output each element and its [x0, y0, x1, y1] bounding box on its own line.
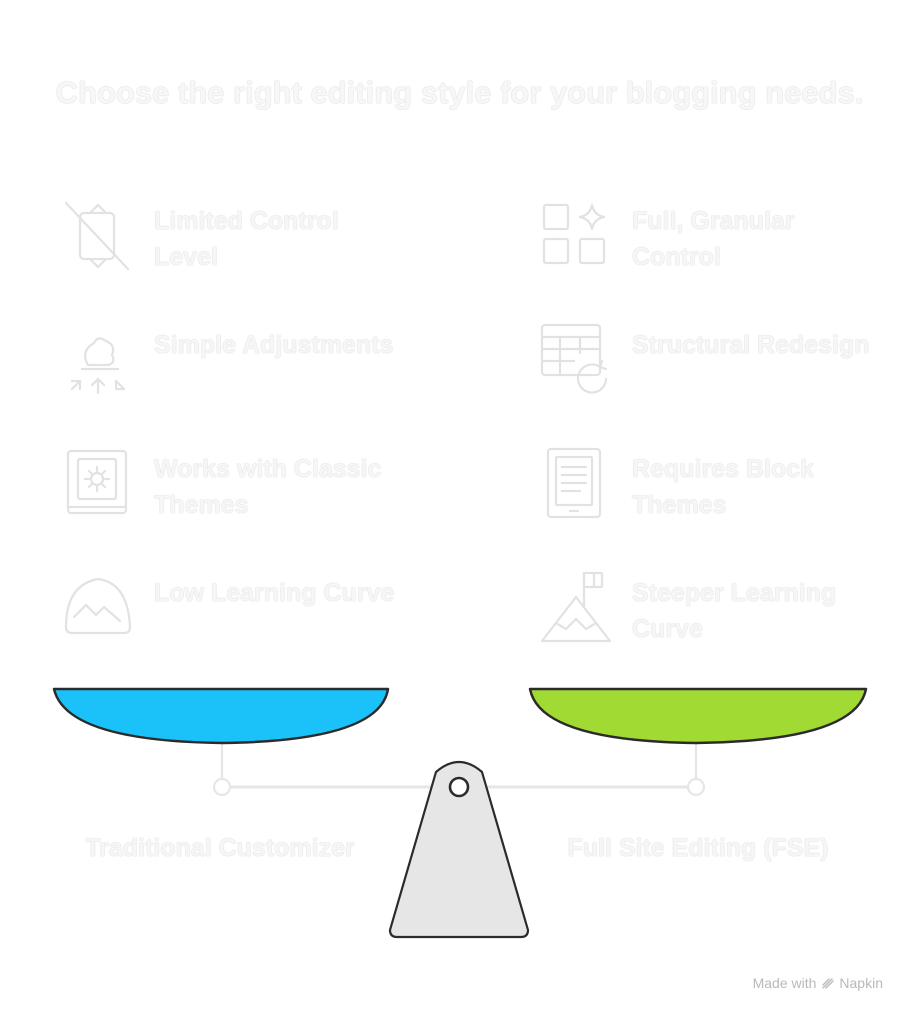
fulcrum-pin	[448, 776, 470, 798]
feature-label: Simple Adjustments	[154, 331, 394, 359]
document-tablet-icon	[546, 447, 602, 519]
right-feature-4: Steeper Learning Curve	[540, 571, 880, 655]
right-pan	[528, 687, 868, 745]
left-option-title: Traditional Customizer	[85, 834, 355, 862]
feature-label: Works with Classic Themes	[154, 455, 382, 519]
table-redo-icon	[540, 323, 608, 394]
right-feature-3: Requires Block Themes	[540, 447, 880, 531]
theme-book-icon	[66, 449, 128, 515]
scale-fulcrum	[388, 760, 530, 939]
left-pivot	[212, 777, 232, 797]
right-option-title: Full Site Editing (FSE)	[567, 834, 829, 862]
feature-label: Steeper Learning Curve	[632, 579, 837, 643]
left-feature-3: Works with Classic Themes	[62, 449, 402, 531]
footer-credit: Made with Napkin	[753, 975, 883, 991]
feature-label: Low Learning Curve	[154, 579, 395, 607]
grid-sparkle-icon	[542, 203, 606, 265]
footer-prefix: Made with	[752, 975, 817, 991]
feature-label: Limited Control Level	[154, 207, 339, 271]
adjustments-icon	[70, 337, 126, 395]
feature-label: Structural Redesign	[632, 331, 870, 359]
no-touch-phone-icon	[64, 201, 130, 271]
right-feature-1: Full, Granular Control	[540, 203, 880, 283]
mountain-flag-icon	[540, 571, 612, 643]
left-feature-4: Low Learning Curve	[62, 575, 402, 655]
page-title: Choose the right editing style for your …	[55, 75, 864, 110]
brand-name: Napkin	[839, 975, 883, 991]
left-feature-1: Limited Control Level	[62, 201, 402, 283]
right-feature-2: Structural Redesign	[540, 323, 880, 407]
right-pivot	[686, 777, 706, 797]
feature-label: Requires Block Themes	[632, 455, 815, 519]
napkin-brand: Napkin	[821, 975, 883, 991]
feature-label: Full, Granular Control	[632, 207, 795, 271]
left-feature-2: Simple Adjustments	[62, 327, 402, 407]
hill-curve-icon	[64, 577, 132, 635]
napkin-logo-icon	[822, 978, 835, 989]
left-pan	[52, 687, 390, 745]
